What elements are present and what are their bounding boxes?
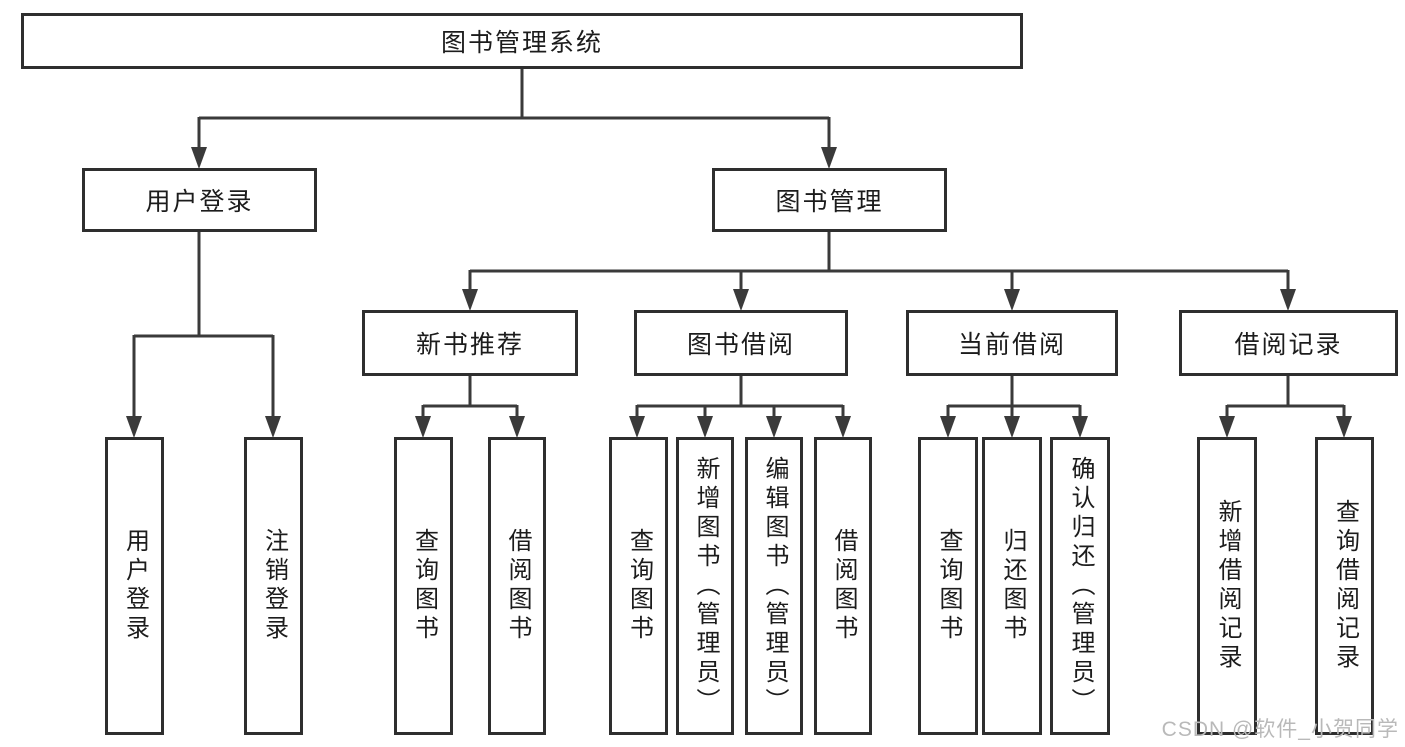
node-user-login: 用户登录 bbox=[82, 168, 317, 232]
csdn-watermark: CSDN @软件_小贺同学 bbox=[1161, 718, 1399, 741]
node-current-borrow: 当前借阅 bbox=[906, 310, 1118, 376]
leaf-confirm-return-admin: 确认归还（管理员） bbox=[1050, 437, 1110, 735]
node-borrow-records: 借阅记录 bbox=[1179, 310, 1398, 376]
connector-user-login-children bbox=[126, 230, 281, 438]
leaf-query-books-borrow: 查询图书 bbox=[609, 437, 668, 735]
leaf-return-book: 归还图书 bbox=[982, 437, 1042, 735]
leaf-query-books-current: 查询图书 bbox=[918, 437, 978, 735]
leaf-logout: 注销登录 bbox=[244, 437, 303, 735]
connector-book-management-children bbox=[462, 230, 1296, 311]
node-book-management: 图书管理 bbox=[712, 168, 947, 232]
leaf-query-books-recommend: 查询图书 bbox=[394, 437, 453, 735]
node-book-borrow: 图书借阅 bbox=[634, 310, 848, 376]
connector-borrow-record-children bbox=[1219, 374, 1352, 438]
connector-book-borrow-children bbox=[629, 374, 851, 438]
leaf-borrow-books-recommend: 借阅图书 bbox=[488, 437, 546, 735]
leaf-user-login: 用户登录 bbox=[105, 437, 164, 735]
connector-current-borrow-children bbox=[940, 374, 1088, 438]
connector-root-to-level2 bbox=[191, 66, 837, 169]
leaf-add-borrow-record: 新增借阅记录 bbox=[1197, 437, 1257, 735]
connector-new-book-children bbox=[415, 374, 525, 438]
node-new-book-recommend: 新书推荐 bbox=[362, 310, 578, 376]
leaf-borrow-books-borrow: 借阅图书 bbox=[814, 437, 872, 735]
leaf-edit-book-admin: 编辑图书（管理员） bbox=[745, 437, 803, 735]
leaf-add-book-admin: 新增图书（管理员） bbox=[676, 437, 734, 735]
node-root-system: 图书管理系统 bbox=[21, 13, 1023, 69]
leaf-query-borrow-record: 查询借阅记录 bbox=[1315, 437, 1374, 735]
